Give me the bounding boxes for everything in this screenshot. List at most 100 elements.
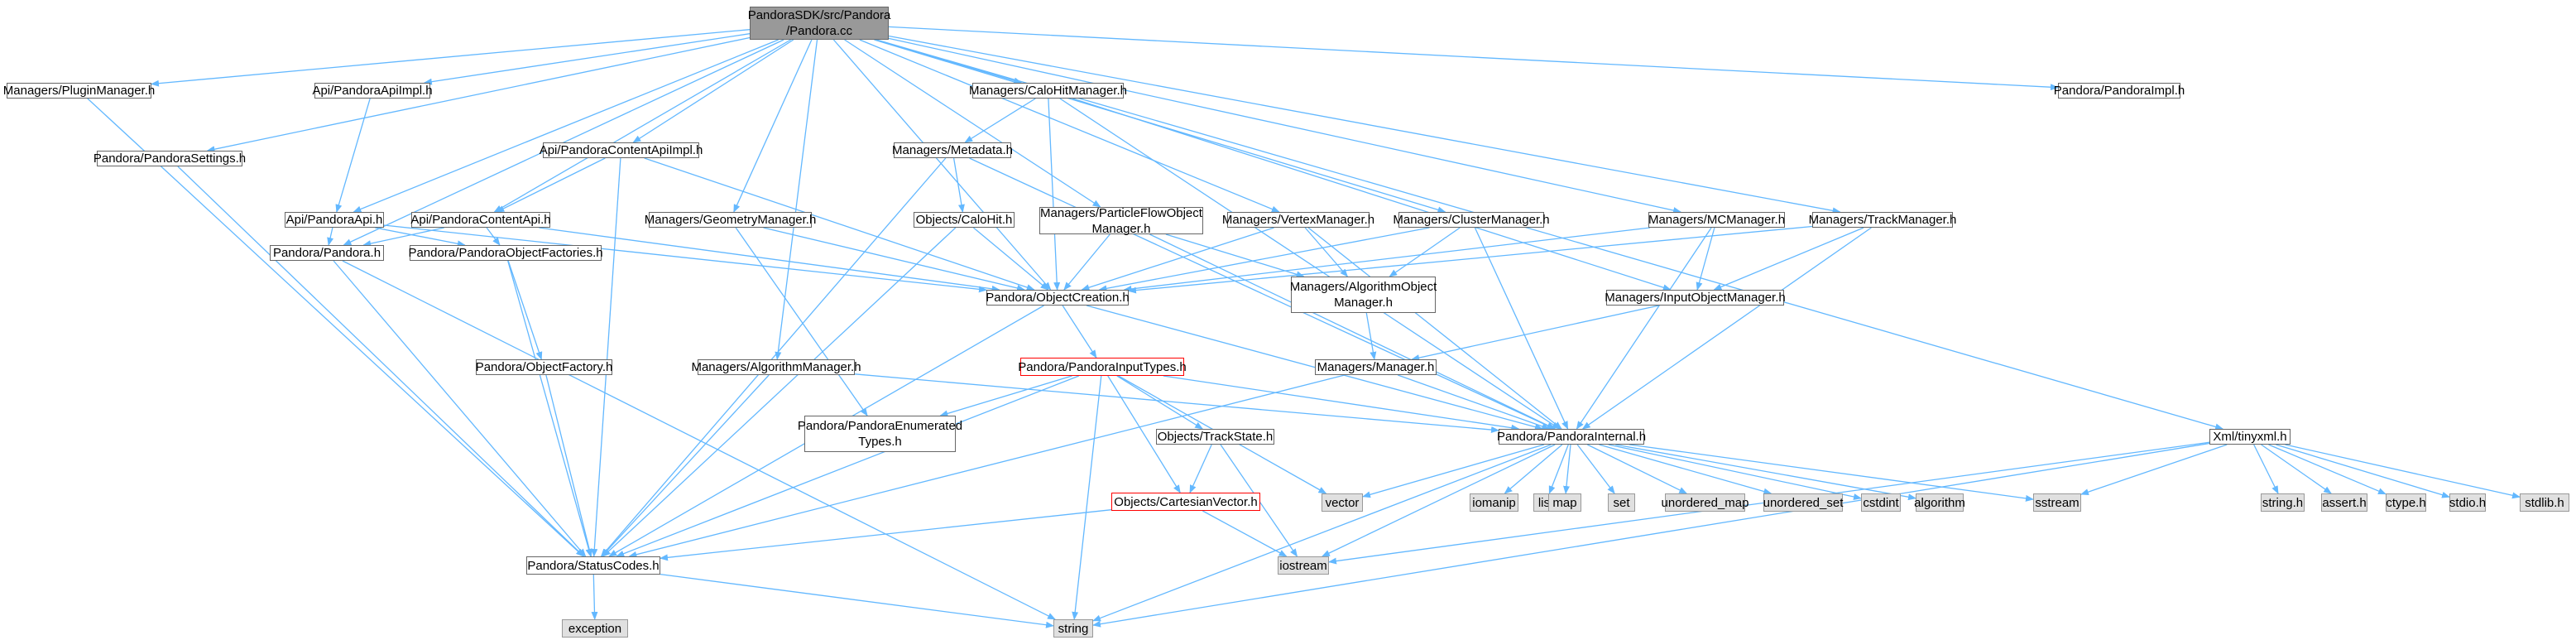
edge-pluginmgr-to-statuscodes bbox=[87, 98, 584, 557]
node-stdlibh: stdlib.h bbox=[2520, 493, 2569, 512]
edge-metadata-to-calohit bbox=[952, 157, 965, 213]
edge-contentapiimpl-to-contentapi bbox=[496, 157, 606, 213]
node-trackstate[interactable]: Objects/TrackState.h bbox=[1156, 429, 1274, 445]
node-clustermgr[interactable]: Managers/ClusterManager.h bbox=[1393, 212, 1550, 228]
edge-inputobjmgr-to-manager bbox=[1411, 305, 1659, 361]
edge-calohitmgr-to-internal bbox=[1059, 98, 1561, 430]
node-algmgr[interactable]: Managers/AlgorithmManager.h bbox=[691, 359, 861, 375]
node-manager[interactable]: Managers/Manager.h bbox=[1315, 359, 1437, 375]
node-contentapiimpl[interactable]: Api/PandoraContentApiImpl.h bbox=[539, 142, 703, 158]
edge-pfomgr-to-objcreation bbox=[1063, 233, 1111, 291]
edge-cartesian-to-statuscodes bbox=[660, 509, 1112, 561]
edge-internal-to-cstdint bbox=[1608, 444, 1862, 500]
node-enumtypes[interactable]: Pandora/PandoraEnumerated Types.h bbox=[798, 416, 962, 452]
node-root[interactable]: PandoraSDK/src/Pandora /Pandora.cc bbox=[747, 7, 891, 40]
edge-tinyxml-to-stdioh bbox=[2276, 444, 2450, 498]
node-pandorah[interactable]: Pandora/Pandora.h bbox=[270, 245, 384, 261]
node-contentapi[interactable]: Api/PandoraContentApi.h bbox=[410, 212, 551, 228]
node-vector: vector bbox=[1322, 493, 1363, 512]
node-pfomgr[interactable]: Managers/ParticleFlowObject Manager.h bbox=[1039, 205, 1203, 236]
node-iomanip: iomanip bbox=[1470, 493, 1518, 512]
node-apiimpl[interactable]: Api/PandoraApiImpl.h bbox=[312, 83, 433, 99]
edge-root-to-geometrymgr bbox=[733, 39, 813, 213]
node-cartesian[interactable]: Objects/CartesianVector.h bbox=[1111, 493, 1260, 511]
edge-internal-to-list bbox=[1548, 444, 1569, 494]
node-metadata[interactable]: Managers/Metadata.h bbox=[892, 142, 1013, 158]
edge-calohit-to-objcreation bbox=[972, 227, 1049, 291]
edge-inputtypes-to-trackstate bbox=[1116, 375, 1204, 430]
node-umap: unordered_map bbox=[1662, 493, 1749, 512]
edge-algmgr-to-internal bbox=[854, 373, 1499, 434]
edge-root-to-pandoraimpl bbox=[888, 26, 2059, 91]
node-settings[interactable]: Pandora/PandoraSettings.h bbox=[93, 151, 247, 166]
edge-root-to-algmgr bbox=[775, 39, 818, 360]
edge-internal-to-uset bbox=[1599, 444, 1772, 495]
edge-inputtypes-to-enumtypes bbox=[939, 375, 1072, 417]
edge-root-to-contentapiimpl bbox=[632, 39, 794, 143]
edge-geometrymgr-to-enumtypes bbox=[735, 227, 868, 416]
edge-objfactories-to-statuscodes bbox=[507, 260, 592, 557]
node-inputobjmgr[interactable]: Managers/InputObjectManager.h bbox=[1605, 290, 1786, 306]
edge-internal-to-vector bbox=[1362, 444, 1545, 498]
node-pandoraapi[interactable]: Api/PandoraApi.h bbox=[285, 212, 384, 228]
edge-tinyxml-to-ctypeh bbox=[2268, 444, 2387, 495]
node-pluginmgr[interactable]: Managers/PluginManager.h bbox=[2, 83, 156, 99]
node-objfactory[interactable]: Pandora/ObjectFactory.h bbox=[475, 359, 613, 375]
edge-root-to-pandoraapi bbox=[353, 39, 779, 213]
edge-objfactory-to-statuscodes bbox=[545, 374, 593, 557]
edge-geometrymgr-to-objcreation bbox=[763, 227, 1025, 291]
node-trackmgr[interactable]: Managers/TrackManager.h bbox=[1808, 212, 1957, 228]
edge-inputtypes-to-internal bbox=[1163, 375, 1520, 431]
node-sstream: sstream bbox=[2033, 493, 2081, 512]
edge-tinyxml-to-stringh bbox=[2253, 444, 2279, 494]
node-internal[interactable]: Pandora/PandoraInternal.h bbox=[1496, 429, 1647, 445]
node-algorithm: algorithm bbox=[1914, 493, 1965, 512]
node-cstdint: cstdint bbox=[1861, 493, 1901, 512]
edge-objcreation-to-internal bbox=[1086, 305, 1543, 431]
edge-root-to-pfomgr bbox=[844, 39, 1101, 208]
node-objcreation[interactable]: Pandora/ObjectCreation.h bbox=[986, 290, 1130, 306]
edge-root-to-vertexmgr bbox=[859, 39, 1280, 213]
edge-root-to-trackmgr bbox=[888, 35, 1841, 214]
node-iostream: iostream bbox=[1278, 556, 1329, 575]
edge-metadata-to-statuscodes bbox=[600, 157, 947, 557]
node-algobjmgr[interactable]: Managers/AlgorithmObject Manager.h bbox=[1290, 277, 1437, 313]
node-stringh: string.h bbox=[2261, 493, 2305, 512]
node-objfactories[interactable]: Pandora/PandoraObjectFactories.h bbox=[408, 245, 603, 261]
edge-calohitmgr-to-inputobjmgr bbox=[1072, 98, 1672, 291]
node-calohit[interactable]: Objects/CaloHit.h bbox=[914, 212, 1015, 228]
edge-vertexmgr-to-internal bbox=[1307, 227, 1562, 430]
edge-trackmgr-to-internal bbox=[1581, 227, 1872, 430]
edge-mcmgr-to-objcreation bbox=[1123, 227, 1651, 292]
edge-pandorah-to-string bbox=[342, 260, 1056, 620]
edge-inputtypes-to-statuscodes bbox=[616, 375, 1080, 557]
node-vertexmgr[interactable]: Managers/VertexManager.h bbox=[1221, 212, 1375, 228]
edge-mcmgr-to-internal bbox=[1576, 227, 1712, 430]
edge-trackmgr-to-inputobjmgr bbox=[1713, 227, 1864, 291]
edge-root-to-tinyxml bbox=[876, 39, 2224, 431]
edge-vertexmgr-to-algobjmgr bbox=[1304, 227, 1349, 277]
edge-contentapi-to-pandorah bbox=[362, 227, 444, 248]
node-statuscodes[interactable]: Pandora/StatusCodes.h bbox=[526, 556, 660, 575]
edge-calohitmgr-to-metadata bbox=[964, 98, 1036, 143]
edge-calohit-to-statuscodes bbox=[602, 227, 957, 557]
node-string: string bbox=[1053, 619, 1093, 638]
node-inputtypes[interactable]: Pandora/PandoraInputTypes.h bbox=[1018, 358, 1187, 376]
node-stdioh: stdio.h bbox=[2449, 493, 2486, 512]
edge-contentapiimpl-to-statuscodes bbox=[591, 157, 621, 557]
node-pandoraimpl[interactable]: Pandora/PandoraImpl.h bbox=[2053, 83, 2185, 99]
edge-inputtypes-to-cartesian bbox=[1107, 375, 1181, 493]
edge-clustermgr-to-internal bbox=[1474, 227, 1569, 430]
node-geometrymgr[interactable]: Managers/GeometryManager.h bbox=[644, 212, 817, 228]
edge-clustermgr-to-algobjmgr bbox=[1389, 227, 1461, 277]
node-calohitmgr[interactable]: Managers/CaloHitManager.h bbox=[969, 83, 1127, 99]
node-ctypeh: ctype.h bbox=[2386, 493, 2426, 512]
edge-pfomgr-to-algobjmgr bbox=[1165, 233, 1305, 278]
edge-objfactories-to-objfactory bbox=[507, 260, 543, 360]
edge-internal-to-string bbox=[1092, 444, 1552, 622]
edge-root-to-objcreation bbox=[832, 39, 1052, 291]
edge-tinyxml-to-string bbox=[1092, 442, 2210, 628]
edge-manager-to-internal bbox=[1397, 374, 1551, 430]
node-tinyxml[interactable]: Xml/tinyxml.h bbox=[2209, 429, 2291, 445]
node-mcmgr[interactable]: Managers/MCManager.h bbox=[1648, 212, 1786, 228]
